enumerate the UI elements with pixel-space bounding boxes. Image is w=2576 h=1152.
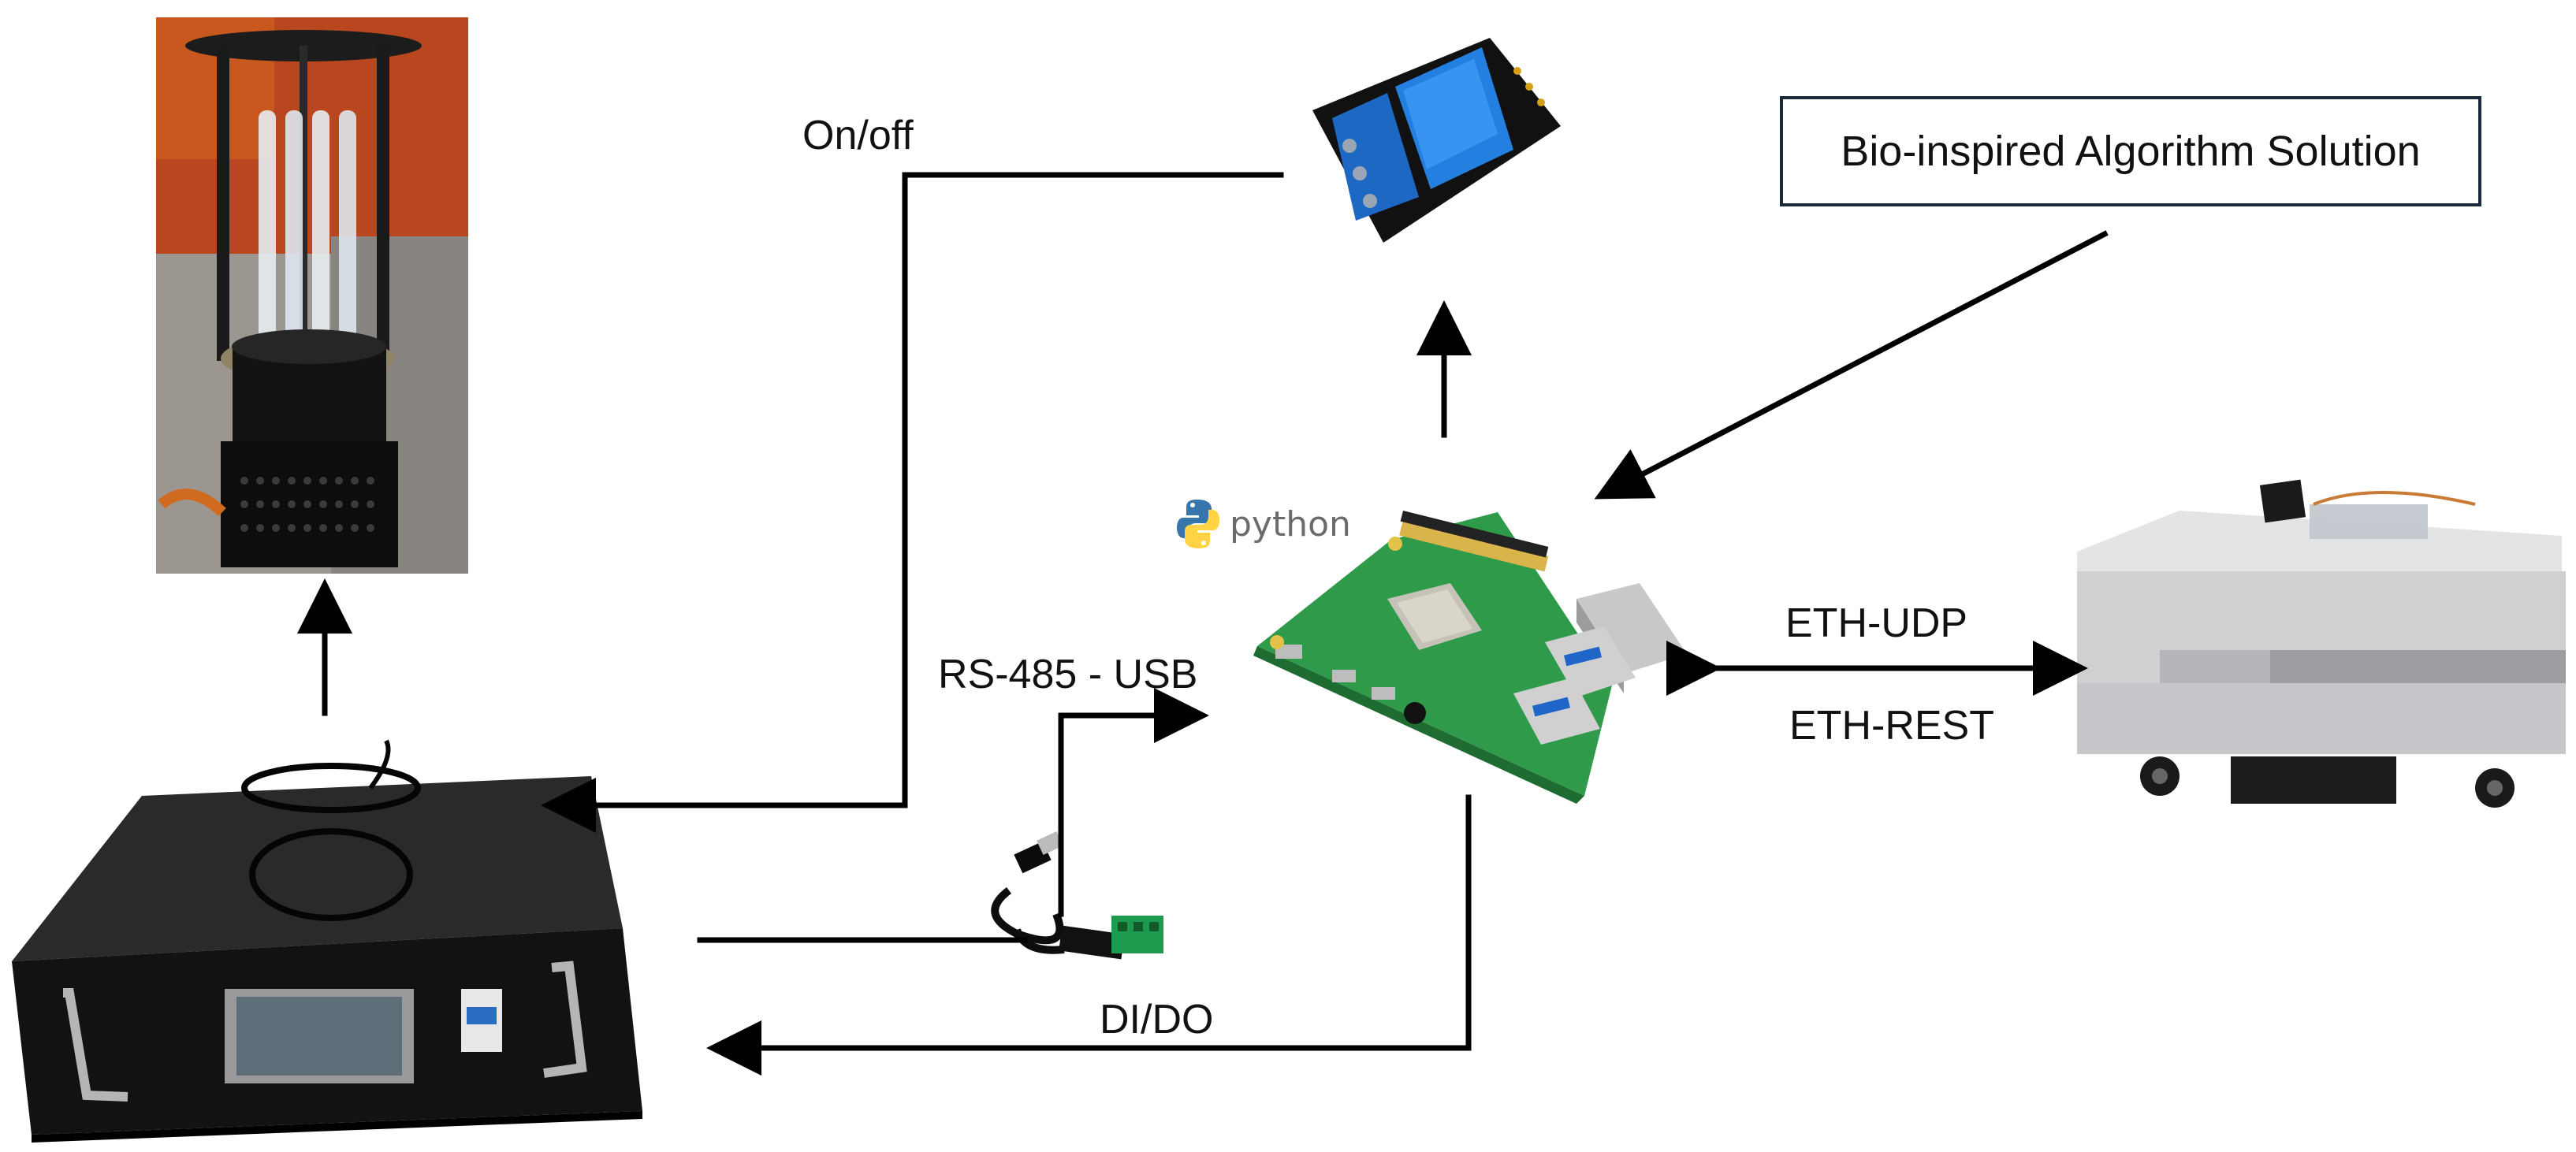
arrow-pi-to-cabinet-dido [706,794,1472,1076]
mobile-robot-photo [2077,479,2566,808]
rs485-usb-adapter-photo [991,831,1163,960]
bio-inspired-algorithm-box: Bio-inspired Algorithm Solution [1780,96,2481,206]
relay-module-photo [1312,38,1561,243]
python-logo-icon [1177,500,1219,548]
arrow-algorithm-to-pi [1594,230,2109,500]
label-di-do: DI/DO [1100,997,1214,1042]
label-on-off: On/off [802,113,914,158]
uv-lamp-photo [156,17,468,574]
power-supply-cabinet-photo [12,739,642,1143]
python-logo-text: python [1230,504,1351,544]
label-eth-rest: ETH-REST [1789,703,1994,749]
raspberry-pi-board-photo [1253,511,1687,804]
connection-lines [297,172,2109,1076]
arrow-relay-to-cabinet [541,172,1284,833]
label-rs485-usb: RS-485 - USB [938,652,1198,697]
label-eth-udp: ETH-UDP [1785,600,1968,646]
arrow-adapter-to-pi [1058,688,1209,917]
